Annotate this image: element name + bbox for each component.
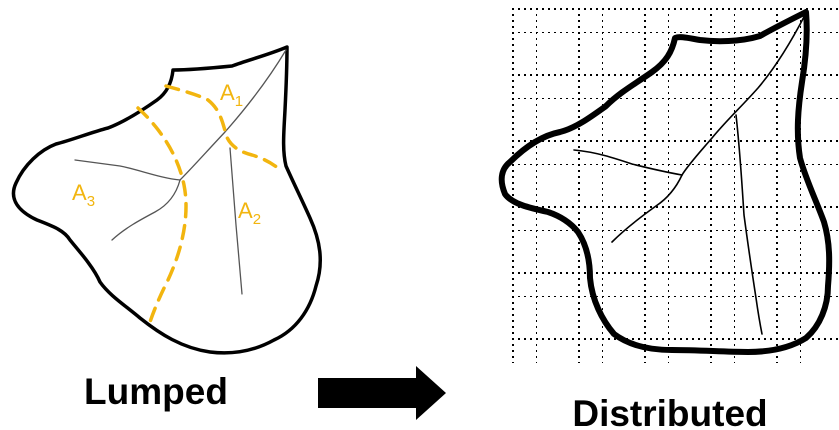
transition-arrow	[318, 366, 446, 420]
caption-lumped: Lumped	[84, 371, 228, 412]
zone-label-a1: A1	[220, 80, 243, 110]
distributed-stream-network	[573, 14, 806, 335]
lumped-stream-network	[74, 49, 287, 295]
distributed-stream-main	[681, 14, 806, 176]
svg-text:A1: A1	[220, 80, 243, 110]
svg-text:A3: A3	[72, 180, 95, 210]
lumped-stream-south	[229, 147, 243, 295]
lumped-watershed-outline	[11, 45, 322, 355]
lumped-zone-dividers	[136, 84, 280, 324]
lumped-watershed: A1 A2 A3	[11, 45, 322, 355]
lumped-stream-southwest	[111, 179, 181, 241]
caption-distributed: Distributed	[572, 393, 767, 430]
zone-label-a3: A3	[72, 180, 95, 210]
distributed-watershed-outline	[498, 9, 833, 355]
zone-label-a2: A2	[238, 198, 261, 228]
distributed-stream-west	[573, 149, 683, 176]
distributed-dot-grid	[510, 5, 839, 363]
zone-divider-west	[136, 106, 188, 324]
svg-text:A2: A2	[238, 198, 261, 228]
distributed-stream-south	[735, 114, 763, 335]
lumped-stream-main	[179, 49, 287, 181]
distributed-watershed	[498, 5, 839, 363]
lumped-stream-west	[74, 159, 181, 181]
distributed-stream-southwest	[611, 174, 683, 243]
zone-divider-north	[164, 84, 280, 170]
